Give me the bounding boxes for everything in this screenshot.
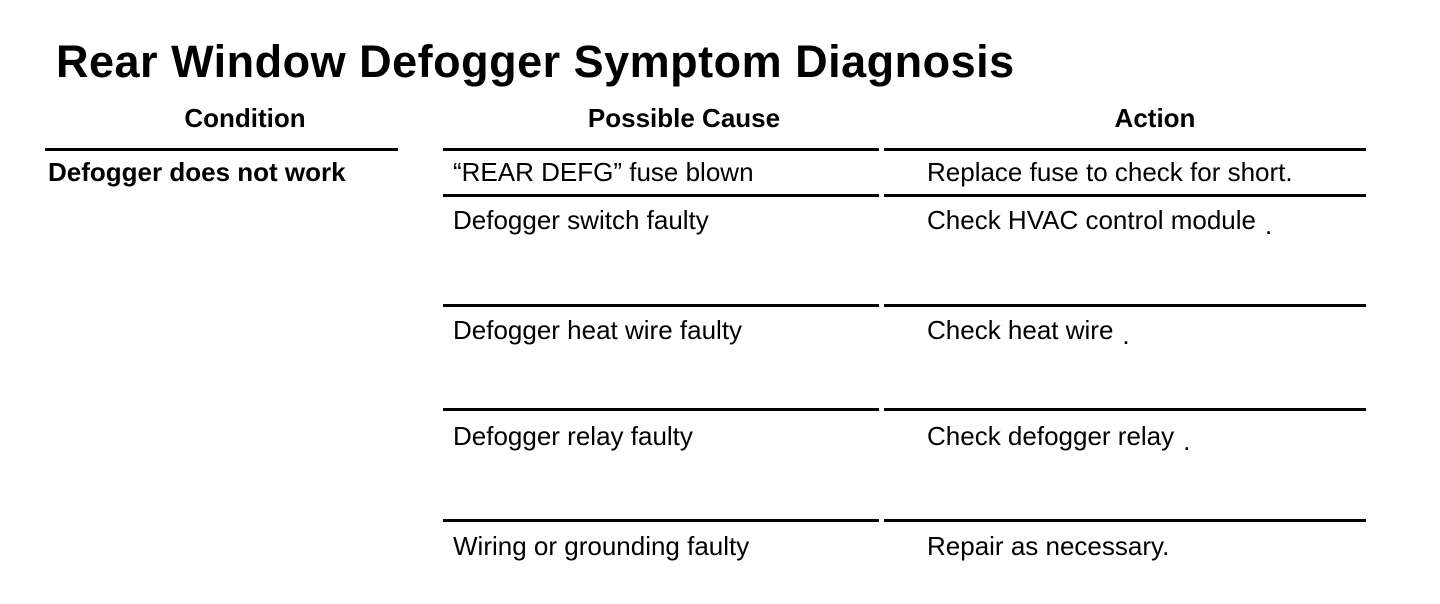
action-period: . — [1122, 320, 1130, 350]
row-rule — [443, 519, 879, 522]
action-cell: Replace fuse to check for short. — [927, 157, 1302, 187]
condition-cell: Defogger does not work — [48, 157, 346, 187]
action-cell: Repair as necessary. — [927, 531, 1178, 561]
column-header-action: Action — [1114, 103, 1196, 133]
action-cell: Check HVAC control module. — [927, 205, 1272, 240]
action-text: Check defogger relay — [927, 421, 1175, 451]
column-header-condition: Condition — [184, 103, 306, 133]
row-rule — [443, 304, 879, 307]
row-rule — [884, 408, 1366, 411]
cause-cell: “REAR DEFG” fuse blown — [453, 157, 754, 187]
cause-cell: Defogger heat wire faulty — [453, 315, 743, 345]
action-text: Check HVAC control module — [927, 205, 1256, 235]
action-text: Repair as necessary. — [927, 531, 1170, 561]
row-rule — [443, 408, 879, 411]
action-period: . — [1265, 210, 1273, 240]
row-rule — [884, 304, 1366, 307]
cause-cell: Defogger relay faulty — [453, 421, 693, 451]
header-rule-action — [884, 148, 1366, 151]
cause-cell: Defogger switch faulty — [453, 205, 709, 235]
action-period: . — [1183, 426, 1191, 456]
action-text: Replace fuse to check for short. — [927, 157, 1293, 187]
row-rule — [884, 194, 1366, 197]
row-rule — [884, 519, 1366, 522]
action-text: Check heat wire — [927, 315, 1114, 345]
action-cell: Check defogger relay. — [927, 421, 1190, 456]
header-rule-condition — [45, 148, 398, 151]
row-rule — [443, 194, 879, 197]
action-cell: Check heat wire. — [927, 315, 1130, 350]
cause-cell: Wiring or grounding faulty — [453, 531, 750, 561]
page-title: Rear Window Defogger Symptom Diagnosis — [56, 36, 1015, 88]
header-rule-possible-cause — [443, 148, 879, 151]
column-header-possible-cause: Possible Cause — [587, 103, 781, 133]
